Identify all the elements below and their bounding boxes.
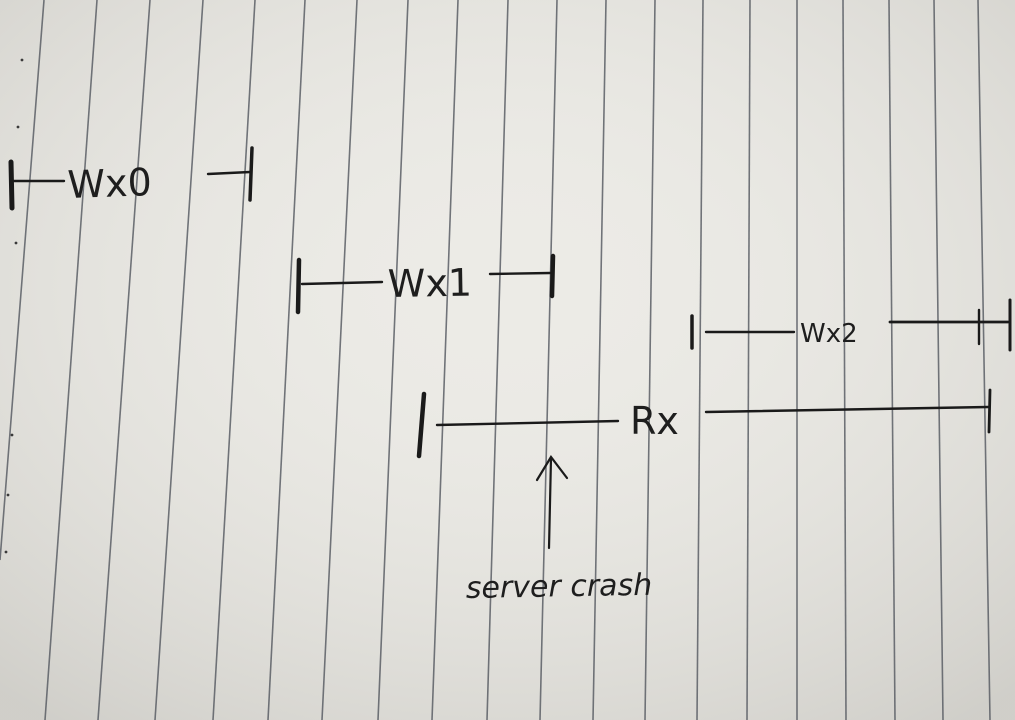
crash-arrow: [535, 455, 569, 550]
wx1-left-line: [300, 280, 384, 286]
rx-left-line: [435, 419, 620, 427]
wx0-end-bar: [248, 146, 254, 202]
crash-arrow-head: [535, 455, 569, 482]
rx-end-bar: [987, 388, 992, 434]
wx0-right-line: [206, 170, 252, 176]
rx-right-line: [704, 405, 990, 414]
wx2-label: Wx2: [800, 319, 858, 349]
interval-rx: Rx: [416, 388, 992, 459]
server-crash-label: server crash: [466, 568, 653, 606]
wx0-start-bar: [8, 159, 15, 211]
wx1-label: Wx1: [387, 261, 472, 306]
wx1-start-bar: [295, 257, 302, 315]
rx-label: Rx: [630, 399, 679, 443]
ruled-lines: [0, 0, 991, 720]
wx1-end-bar: [549, 253, 556, 299]
interval-wx1: Wx1: [295, 253, 556, 315]
interval-wx0: Wx0: [8, 146, 254, 211]
interval-wx2: Wx2: [690, 298, 1012, 352]
wx0-label: Wx0: [67, 160, 153, 207]
crash-arrow-shaft: [547, 456, 553, 550]
margin-dots: [4, 58, 24, 554]
rx-start-bar: [416, 391, 427, 459]
wx1-right-line: [488, 271, 552, 276]
